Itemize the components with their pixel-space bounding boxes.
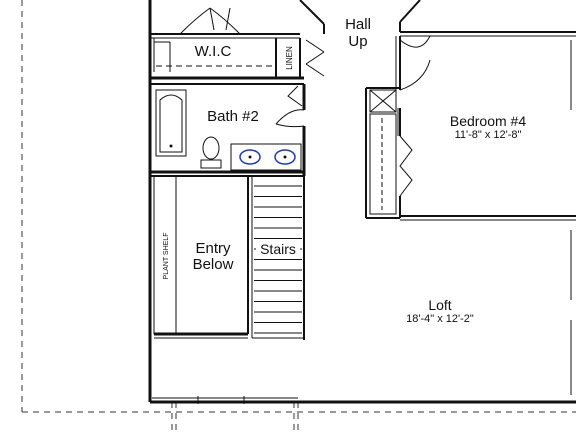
stairs-label: Stairs (260, 241, 296, 257)
loft-dims: 18'-4" x 12'-2" (406, 313, 474, 325)
below-label: Below (193, 256, 234, 273)
wic-label: W.I.C (195, 43, 232, 60)
bedroom4-dims: 11'-8" x 12'-8" (455, 129, 522, 141)
bedroom4-label: Bedroom #4 (450, 113, 526, 129)
linen-label: LINEN (285, 46, 294, 70)
entry-label: Entry (195, 240, 231, 257)
loft-label: Loft (428, 297, 451, 313)
stair-treads (254, 185, 302, 334)
wic-walls (150, 38, 325, 85)
bath-fixtures (155, 89, 302, 171)
upper-walls (150, 0, 576, 39)
bath2-label: Bath #2 (207, 108, 259, 125)
stairs-label-bg (256, 240, 300, 259)
room-labels: W.I.C LINEN Hall Up Bath #2 Bedroom #4 1… (163, 16, 526, 325)
bath-walls (150, 84, 306, 177)
plant-shelf-label: PLANT SHELF (163, 233, 170, 280)
hall-label: Hall (345, 16, 371, 33)
bedroom-walls (365, 35, 576, 221)
exterior-walls (148, 0, 576, 404)
up-label: Up (348, 33, 367, 50)
stair-area-walls (153, 176, 305, 340)
